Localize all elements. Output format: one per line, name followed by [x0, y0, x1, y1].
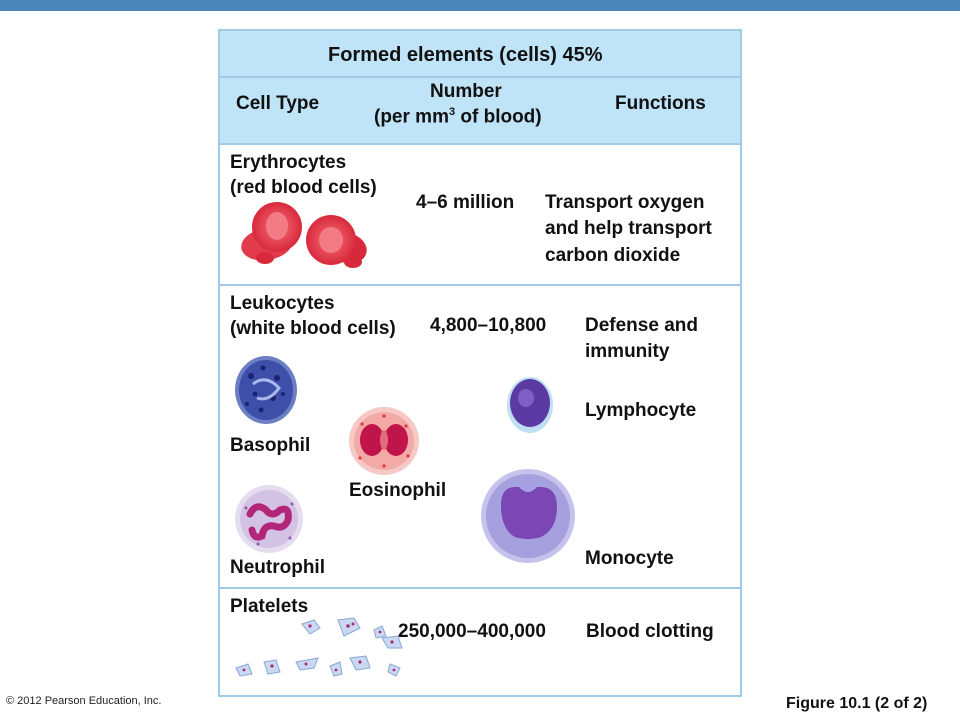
column-header-cell-type: Cell Type [236, 93, 320, 114]
lymphocyte-cell-image [507, 377, 553, 433]
column-header-number-line2: (per mm3 of blood) [374, 106, 542, 128]
platelets-name: Platelets [230, 596, 309, 617]
erythrocytes-function-line2: and help transport [545, 218, 712, 239]
platelets-function: Blood clotting [586, 621, 714, 642]
erythrocytes-number: 4–6 million [416, 192, 515, 213]
erythrocytes-function-line1: Transport oxygen [545, 192, 705, 213]
table-header: Formed elements (cells) 45% Cell Type Nu… [220, 31, 740, 143]
leukocytes-name-line1: Leukocytes [230, 293, 335, 314]
section-divider-3 [220, 587, 740, 589]
column-header-number-line1: Number [430, 81, 502, 102]
lymphocyte-label: Lymphocyte [585, 400, 697, 421]
leukocytes-function-line2: immunity [585, 341, 670, 362]
red-blood-cells-illustration [241, 202, 367, 268]
section-divider-2 [220, 284, 740, 286]
monocyte-label: Monocyte [585, 548, 674, 569]
leukocytes-function-line1: Defense and [585, 315, 698, 336]
neutrophil-cell-image [235, 485, 303, 553]
leukocytes-name-line2: (white blood cells) [230, 318, 396, 339]
eosinophil-cell-image [349, 407, 419, 475]
number-unit-text-post: of blood) [455, 106, 542, 128]
copyright-notice: © 2012 Pearson Education, Inc. [6, 695, 162, 707]
eosinophil-label: Eosinophil [349, 480, 447, 501]
formed-elements-table: Formed elements (cells) 45% Cell Type Nu… [218, 29, 742, 697]
neutrophil-label: Neutrophil [230, 557, 325, 578]
figure-caption: Figure 10.1 (2 of 2) [786, 695, 928, 712]
erythrocytes-function-line3: carbon dioxide [545, 245, 681, 266]
monocyte-cell-image [481, 469, 575, 563]
table-title: Formed elements (cells) 45% [328, 44, 603, 66]
platelets-number: 250,000–400,000 [398, 621, 546, 642]
header-divider [220, 76, 740, 78]
top-accent-bar [0, 0, 960, 11]
column-header-functions: Functions [615, 93, 706, 114]
number-unit-text: (per mm [374, 106, 449, 128]
basophil-cell-image [235, 356, 297, 424]
leukocytes-number: 4,800–10,800 [430, 315, 547, 336]
section-divider-1 [220, 143, 740, 145]
erythrocytes-name-line2: (red blood cells) [230, 177, 377, 198]
erythrocytes-name-line1: Erythrocytes [230, 152, 347, 173]
platelets-image [235, 617, 403, 677]
basophil-label: Basophil [230, 435, 311, 456]
number-unit-superscript: 3 [448, 106, 456, 118]
